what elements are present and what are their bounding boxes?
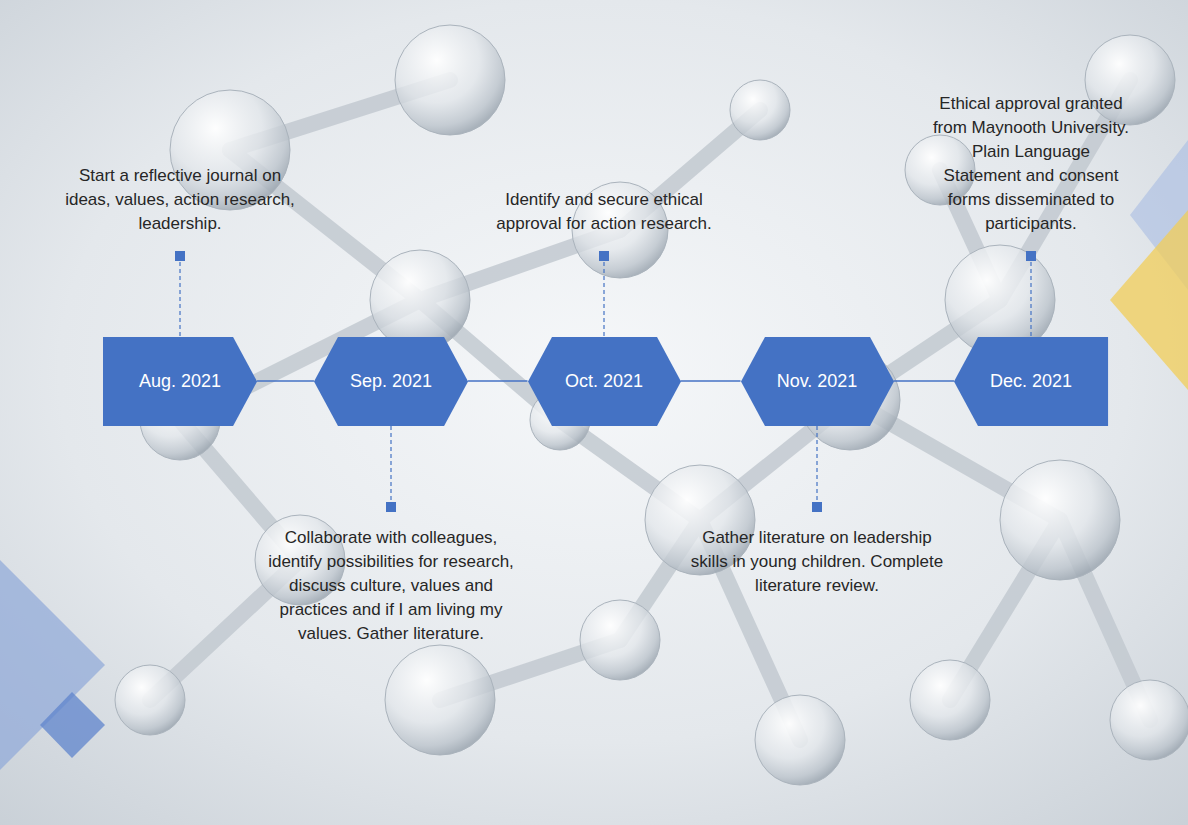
timeline-box: Oct. 2021 (528, 337, 681, 426)
leader-line (1030, 262, 1031, 336)
atom (755, 695, 845, 785)
timeline-box: Dec. 2021 (954, 337, 1108, 426)
molecule-atoms (115, 25, 1188, 785)
month-label: Nov. 2021 (777, 371, 858, 392)
atom (1000, 460, 1120, 580)
atom (385, 645, 495, 755)
atom (580, 600, 660, 680)
milestone-note: Gather literature on leadership skills i… (682, 526, 952, 598)
timeline-connector (257, 380, 314, 382)
milestone-note: Identify and secure ethical approval for… (489, 188, 719, 236)
leader-square (1026, 251, 1036, 261)
timeline-box: Sep. 2021 (314, 337, 468, 426)
atom (730, 80, 790, 140)
leader-line (816, 426, 817, 502)
milestone-note: Collaborate with colleagues, identify po… (266, 526, 516, 646)
milestone-note: Start a reflective journal on ideas, val… (55, 164, 305, 236)
timeline-connector (468, 380, 527, 382)
atom (115, 665, 185, 735)
atom (910, 660, 990, 740)
leader-square (386, 502, 396, 512)
month-label: Dec. 2021 (990, 371, 1072, 392)
corner-diamond (40, 692, 105, 758)
leader-lines (180, 262, 1031, 502)
hexagon-outline (103, 337, 257, 426)
hexagon-outline (314, 337, 468, 426)
leader-square (599, 251, 609, 261)
hexagon-outline (741, 337, 894, 426)
corner-diamond (1110, 210, 1188, 390)
leader-line (179, 262, 180, 336)
month-label: Oct. 2021 (565, 371, 643, 392)
leader-markers (175, 251, 1036, 512)
timeline-connector (681, 380, 741, 382)
month-label: Aug. 2021 (139, 371, 221, 392)
hexagon-outline (528, 337, 681, 426)
timeline-box: Aug. 2021 (103, 337, 257, 426)
atom (370, 250, 470, 350)
leader-line (603, 262, 604, 336)
hexagon-outline (954, 337, 1108, 426)
atom (395, 25, 505, 135)
timeline-connector (894, 380, 954, 382)
leader-square (812, 502, 822, 512)
atom (1110, 680, 1188, 760)
month-label: Sep. 2021 (350, 371, 432, 392)
milestone-note: Ethical approval granted from Maynooth U… (931, 92, 1131, 236)
leader-line (390, 426, 391, 502)
corner-diamond (0, 560, 105, 770)
leader-square (175, 251, 185, 261)
timeline-box: Nov. 2021 (741, 337, 894, 426)
molecule-bonds (150, 80, 1150, 740)
